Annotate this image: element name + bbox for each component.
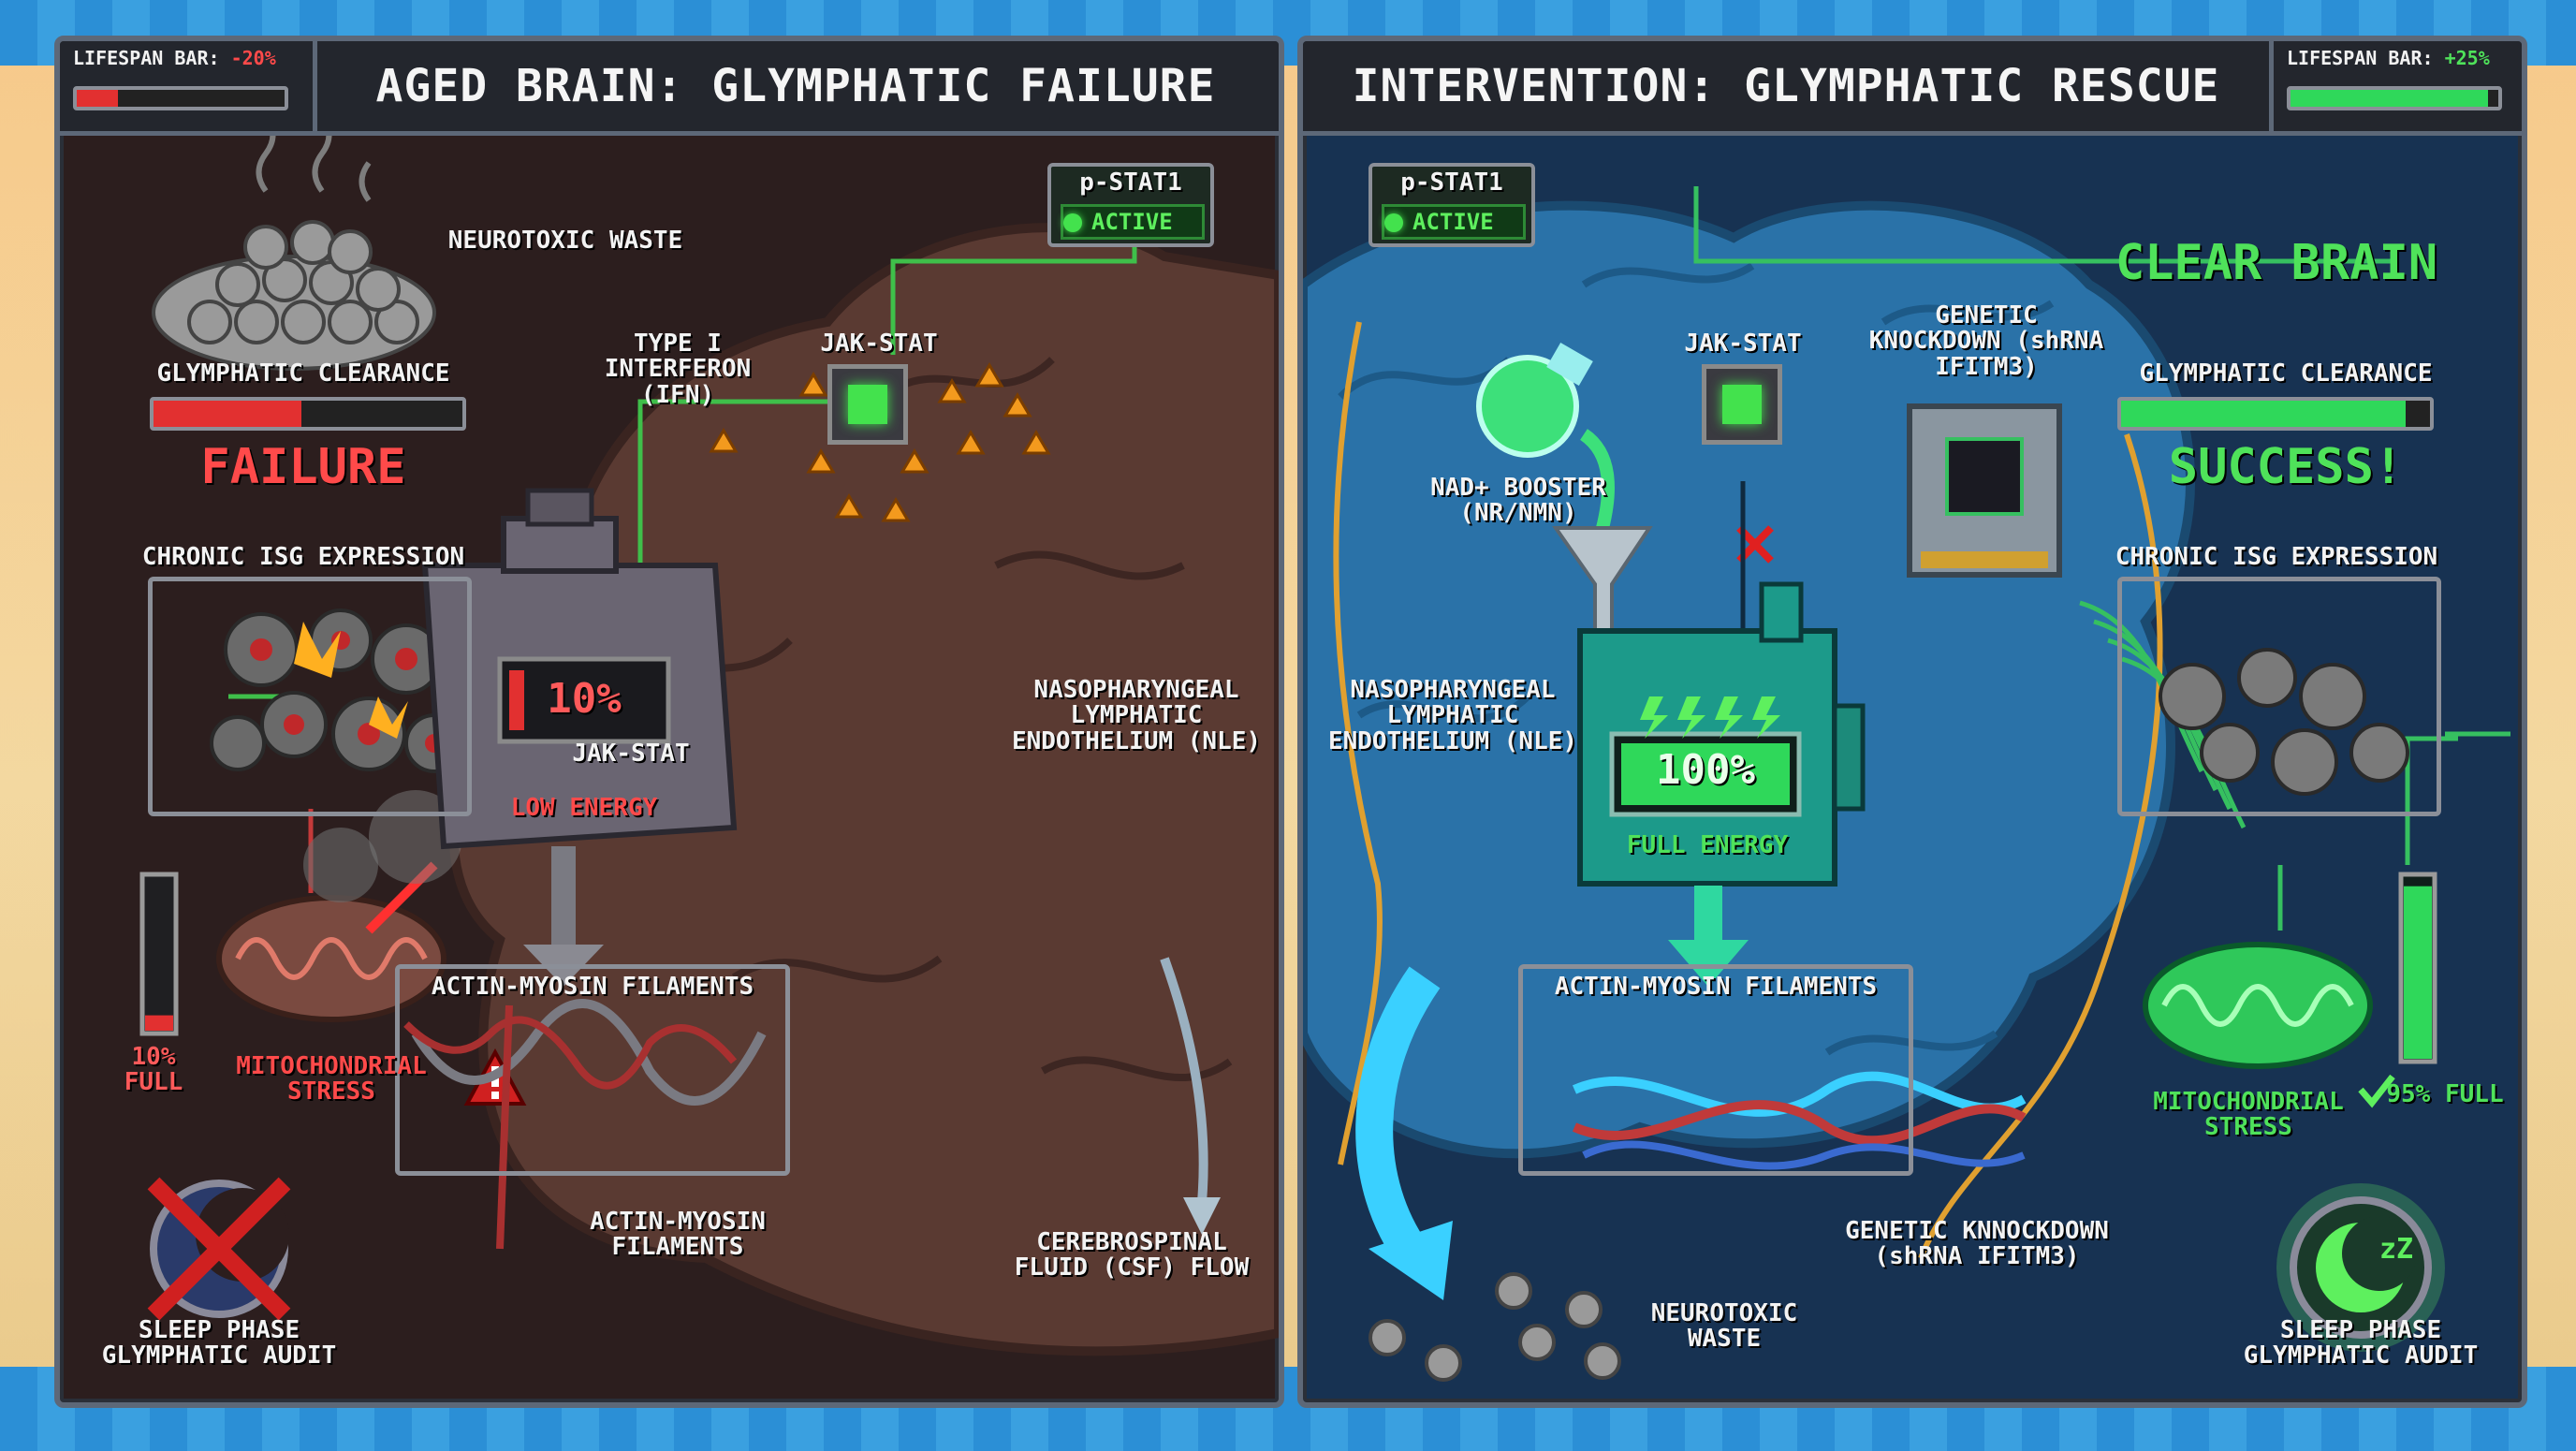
neurotoxic-waste-label: NEUROTOXIC WASTE — [1650, 1299, 1798, 1354]
lifespan-bar — [2287, 86, 2502, 110]
csf-flow-label: CEREBROSPINAL FLUID (CSF) FLOW — [1014, 1228, 1250, 1282]
glymphatic-clearance-bar — [2117, 397, 2434, 431]
neurotoxic-waste-label: NEUROTOXIC WASTE — [447, 227, 683, 255]
right-title: INTERVENTION: GLYMPHATIC RESCUE — [1303, 41, 2269, 136]
lifespan-panel-right: LIFESPAN BAR: +25% — [2269, 41, 2522, 136]
lifespan-panel-left: LIFESPAN BAR: -20% — [60, 41, 317, 136]
clear-brain-label: CLEAR BRAIN — [2115, 235, 2438, 291]
chronic-isg-box — [148, 577, 472, 816]
jakstat-switch — [1702, 364, 1782, 445]
nle-label: NASOPHARYNGEAL LYMPHATIC ENDOTHELIUM (NL… — [1011, 676, 1262, 755]
jakstat-top-label: JAK-STAT — [820, 330, 938, 358]
zz-icon: zZ — [2379, 1233, 2413, 1266]
pstat1-label: p-STAT1 — [1079, 169, 1182, 197]
aged-brain-shape — [448, 223, 1279, 1356]
chronic-isg-box — [2117, 577, 2441, 816]
pstat1-status: ACTIVE — [1412, 209, 1494, 235]
mito-stress-label: MITOCHONDRIAL STRESS — [2153, 1088, 2344, 1142]
lifespan-label: LIFESPAN BAR: — [73, 47, 220, 69]
healthy-brain-art: zZ — [1303, 186, 2510, 1382]
genetic-knockdown-top: GENETIC KNOCKDOWN (shRNA IFITM3) — [1868, 301, 2104, 381]
jakstat-switch — [827, 364, 908, 445]
csf-flow-arrow — [1368, 1221, 1453, 1300]
glymphatic-clearance-bar — [150, 397, 466, 431]
pstat1-label: p-STAT1 — [1400, 169, 1503, 197]
sleep-audit-label: SLEEP PHASE GLYMPHATIC AUDIT — [2243, 1316, 2479, 1370]
glymphatic-clearance-label: GLYMPHATIC CLEARANCE — [156, 359, 450, 388]
lifespan-label: LIFESPAN BAR: — [2287, 47, 2434, 69]
energy-tank — [139, 872, 179, 1036]
cleared-skulls — [1368, 1272, 1621, 1382]
actin-caption: ACTIN-MYOSIN FILAMENTS — [590, 1208, 766, 1262]
sleep-audit-label: SLEEP PHASE GLYMPHATIC AUDIT — [101, 1316, 337, 1370]
healthy-gears — [2159, 648, 2409, 796]
chronic-isg-label: CHRONIC ISG EXPRESSION — [2115, 543, 2438, 571]
lifespan-value: -20% — [230, 47, 276, 69]
actin-myosin-box: ACTIN-MYOSIN FILAMENTS — [395, 964, 790, 1176]
clearance-result: FAILURE — [200, 439, 406, 495]
pstat1-indicator: p-STAT1 ACTIVE — [1047, 163, 1214, 247]
mito-stress-label: MITOCHONDRIAL STRESS — [236, 1052, 427, 1107]
pstat1-indicator: p-STAT1 ACTIVE — [1368, 163, 1535, 247]
aged-brain-art — [139, 114, 1279, 1356]
lifespan-value: +25% — [2444, 47, 2490, 69]
left-title: AGED BRAIN: GLYMPHATIC FAILURE — [313, 41, 1279, 136]
pstat1-status: ACTIVE — [1091, 209, 1173, 235]
tank-value: 95% FULL — [2386, 1080, 2504, 1108]
skull-pile — [152, 220, 436, 371]
status-led-icon — [1063, 213, 1082, 232]
healthy-mitochondrion — [2143, 942, 2373, 1069]
chronic-isg-label: CHRONIC ISG EXPRESSION — [141, 543, 465, 571]
tank-value: 10% FULL — [124, 1043, 183, 1097]
glymphatic-clearance-label: GLYMPHATIC CLEARANCE — [2139, 359, 2433, 388]
actin-box-title: ACTIN-MYOSIN FILAMENTS — [1554, 973, 1878, 1001]
nad-flask-icon — [1476, 355, 1579, 458]
interferon-particles — [709, 362, 1051, 522]
clearance-result: SUCCESS! — [2168, 439, 2404, 495]
battery-label: LOW ENERGY — [510, 794, 658, 822]
status-led-icon — [1384, 213, 1403, 232]
battery-display — [497, 656, 671, 744]
nle-label: NASOPHARYNGEAL LYMPHATIC ENDOTHELIUM (NL… — [1327, 676, 1578, 755]
type1-interferon-label: TYPE I INTERFERON (IFN) — [604, 330, 752, 409]
lifespan-bar — [73, 86, 288, 110]
actin-box-title: ACTIN-MYOSIN FILAMENTS — [431, 973, 754, 1001]
battery-value: 100% — [1656, 746, 1755, 794]
jakstat-mid-label: JAK-STAT — [572, 740, 690, 768]
rescue-panel: zZ INTERVENTION: GLYMPHATIC RESCUE LIFES… — [1297, 36, 2527, 1408]
battery-label: FULL ENERGY — [1626, 831, 1789, 859]
actin-myosin-box: ACTIN-MYOSIN FILAMENTS — [1518, 964, 1913, 1176]
battery-value: 10% — [547, 675, 622, 723]
genetic-knockdown-bottom: GENETIC KNNOCKDOWN (shRNA IFITM3) — [1845, 1217, 2109, 1271]
nad-booster-label: NAD+ BOOSTER (NR/NMN) — [1430, 474, 1606, 528]
aged-brain-panel: AGED BRAIN: GLYMPHATIC FAILURE LIFESPAN … — [54, 36, 1284, 1408]
jakstat-label: JAK-STAT — [1684, 330, 1802, 358]
check-icon — [2358, 1074, 2395, 1108]
